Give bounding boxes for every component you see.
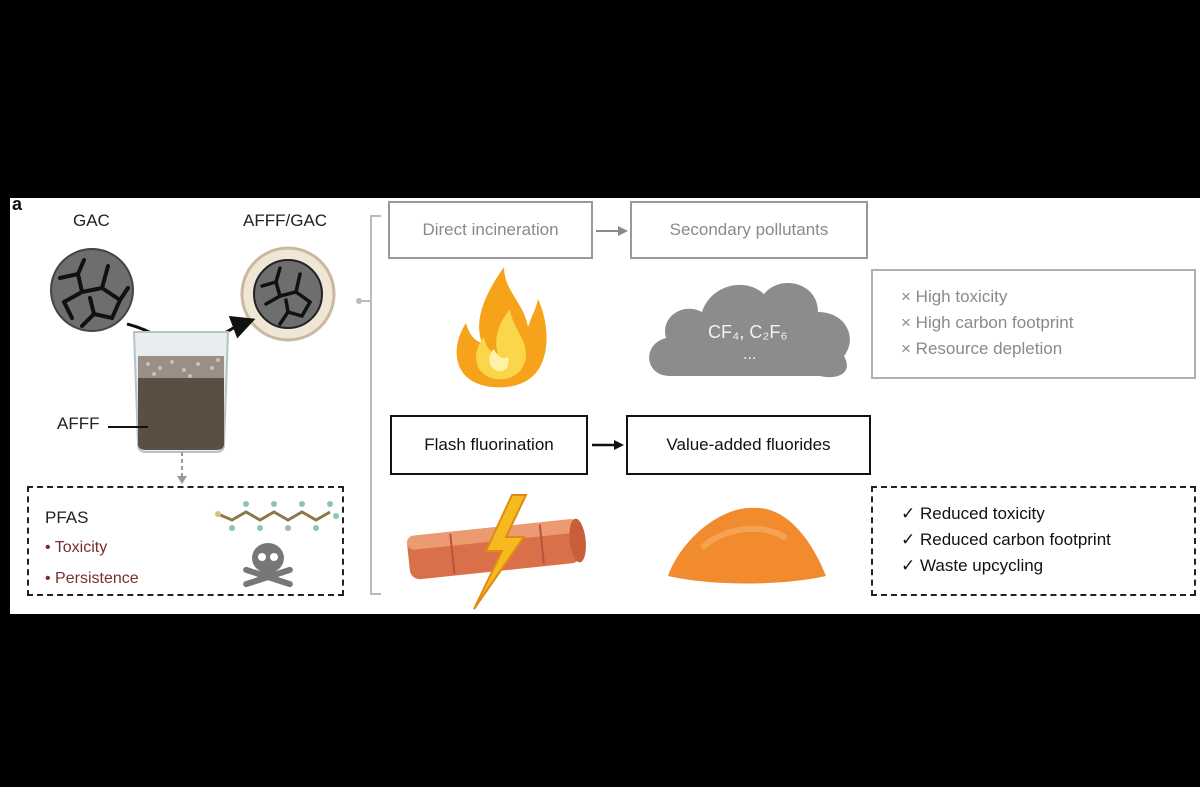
- arrow-incineration-to-pollutants: [596, 226, 628, 236]
- cloud-ellipsis-text: ...: [743, 346, 757, 363]
- cross-icon: ×: [901, 287, 911, 306]
- pfas-box: [27, 486, 344, 596]
- cloud-gases-text: CF₄, C₂F₆: [708, 322, 788, 342]
- negative-outcomes-box: [871, 269, 1196, 379]
- pfas-title: PFAS: [45, 508, 89, 527]
- value-added-fluorides-box: Value-added fluorides: [626, 415, 871, 475]
- pfas-molecule-icon: [215, 501, 339, 531]
- flash-rod-icon: [406, 494, 586, 610]
- secondary-pollutants-box: Secondary pollutants: [630, 201, 868, 259]
- pfas-item-persistence: • Persistence: [45, 570, 139, 587]
- positive-outcome-3: ✓ Waste upcycling: [901, 556, 1044, 575]
- skull-icon: [243, 543, 293, 588]
- check-icon: ✓: [901, 556, 916, 575]
- afff-gac-particle-icon: [240, 246, 336, 342]
- positive-outcomes-box: [871, 486, 1196, 596]
- arrow-fluorination-to-fluorides: [592, 440, 624, 450]
- cross-icon: ×: [901, 313, 911, 332]
- cross-icon: ×: [901, 339, 911, 358]
- afff-label: AFFF: [57, 414, 100, 433]
- flame-icon: [456, 267, 547, 388]
- branch-bracket: [356, 215, 381, 595]
- negative-outcome-3: × Resource depletion: [901, 339, 1063, 358]
- pfas-item-toxicity: • Toxicity: [45, 539, 108, 556]
- positive-outcome-2: ✓ Reduced carbon footprint: [901, 530, 1111, 549]
- dashed-arrow-down: [177, 452, 187, 484]
- fluoride-powder-icon: [668, 507, 826, 584]
- panel-label: a: [12, 194, 23, 214]
- figure-panel: a GAC AFFF/GAC AFFF: [10, 194, 1200, 614]
- check-icon: ✓: [901, 504, 916, 523]
- check-icon: ✓: [901, 530, 916, 549]
- afff-pointer-line: [108, 426, 148, 428]
- negative-outcome-2: × High carbon footprint: [901, 313, 1074, 332]
- flash-fluorination-box: Flash fluorination: [390, 415, 588, 475]
- gac-particle-icon: [50, 248, 134, 332]
- direct-incineration-box: Direct incineration: [388, 201, 593, 259]
- gac-label: GAC: [73, 211, 110, 230]
- positive-outcome-1: ✓ Reduced toxicity: [901, 504, 1045, 523]
- pollutant-cloud-icon: [649, 282, 850, 378]
- beaker-icon: [132, 331, 230, 453]
- afff-gac-label: AFFF/GAC: [243, 211, 328, 230]
- negative-outcome-1: × High toxicity: [901, 287, 1008, 306]
